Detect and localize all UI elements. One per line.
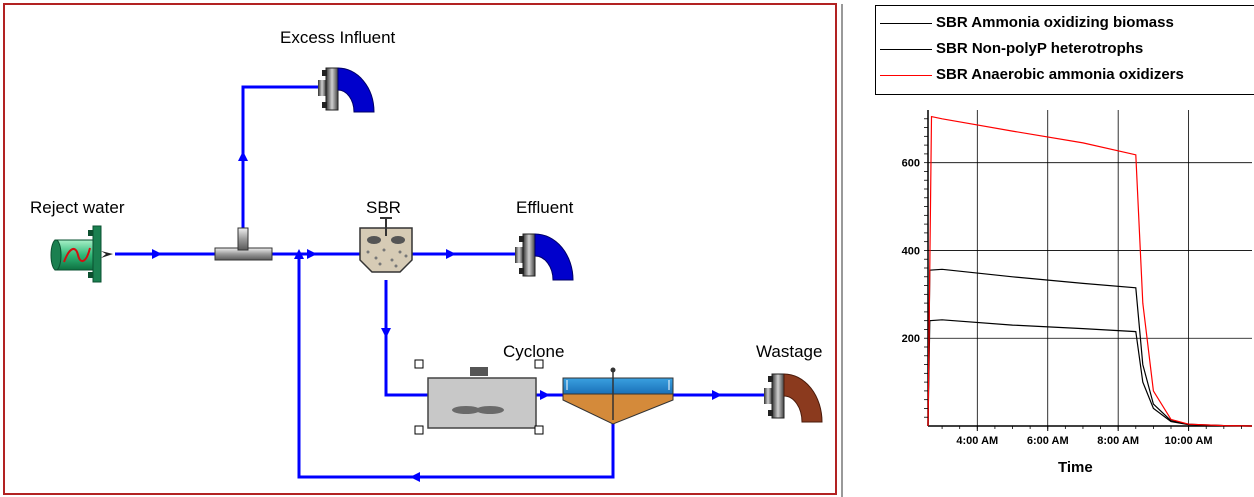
sbr-reactor[interactable] [359,217,413,273]
flange-bolt [519,236,524,242]
y-tick-label: 400 [902,245,920,257]
chart-ticks: 4:00 AM 6:00 AM 8:00 AM 10:00 AM 200 400 600 [902,118,1242,447]
flow-arrow-icon [307,249,317,259]
x-axis-title: Time [1058,459,1093,476]
legend-label: SBR Ammonia oxidizing biomass [936,14,1174,31]
pipe-splitter-to-excess[interactable] [241,85,318,228]
excess-influent-label: Excess Influent [280,28,396,47]
elbow-outlet-icon [337,67,375,113]
sbr-diffuser [391,236,405,244]
reject-water-label: Reject water [30,198,125,217]
flange-bolt [519,268,524,274]
legend-label: SBR Anaerobic ammonia oxidizers [936,66,1184,83]
sbr-label: SBR [366,198,401,217]
elbow-outlet-icon [534,233,574,281]
cyclone-unit[interactable] [414,359,544,435]
tee-vertical [237,227,249,251]
legend-label: SBR Non-polyP heterotrophs [936,40,1144,57]
legend-swatch [880,23,932,24]
flow-arrow-icon [446,249,456,259]
clarifier-drive [610,367,616,373]
chart-plot: 4:00 AM 6:00 AM 8:00 AM 10:00 AM 200 400 600 T… [902,110,1253,476]
cyclone-body [427,377,537,429]
legend-item: SBR Ammonia oxidizing biomass [876,12,1254,34]
flange-bolt [88,272,93,278]
outlet-pipe-stub [515,247,523,263]
selection-handle[interactable] [534,425,544,435]
reject-water-influent[interactable] [50,225,113,283]
elbow-outlet-icon [783,373,823,423]
effluent-outlet[interactable] [515,233,574,281]
wastage-label: Wastage [756,342,822,361]
cyclone-top-port [470,367,488,376]
series-line-sbr-anaerobic-ammonia-oxidizers [927,115,1253,427]
sbr-diffuser [367,236,381,244]
y-tick-label: 600 [902,158,920,170]
selection-handle[interactable] [414,359,424,369]
flow-arrows [152,151,722,482]
chart-grid [928,110,1252,426]
flange-bolt [768,376,773,382]
outlet-pipe-stub [764,388,772,404]
x-tick-label: 6:00 AM [1027,435,1069,447]
flowsheet-frame [3,3,837,495]
cyclone-internal [452,406,480,414]
selection-handle[interactable] [414,425,424,435]
excess-influent-outlet[interactable] [318,67,375,113]
sine-wave-icon [63,247,91,263]
chart-series [927,115,1253,427]
outlet-flange [325,67,339,111]
cyclone-internal [476,406,504,414]
clarifier-water [562,377,674,395]
selection-handle[interactable] [534,359,544,369]
legend-item: SBR Non-polyP heterotrophs [876,38,1254,60]
flow-arrow-icon [712,390,722,400]
outlet-flange [771,373,785,419]
series-line-sbr-non-polyp-heterotrophs [927,268,1253,427]
outlet-port-icon [101,251,113,258]
outlet-flange [522,233,536,277]
influent-pipe-end [50,239,62,271]
pipe-recycle[interactable] [297,254,615,479]
legend-swatch [880,75,932,76]
flow-arrow-icon [540,390,550,400]
chart-legend: SBR Ammonia oxidizing biomass SBR Non-po… [875,5,1254,95]
flow-arrow-icon [381,328,391,338]
legend-swatch [880,49,932,50]
pipe-sbr-to-cyclone[interactable] [384,280,428,397]
flange-bolt [322,70,327,76]
effluent-label: Effluent [516,198,574,217]
wastage-outlet[interactable] [764,373,823,423]
splitter-tee[interactable] [214,227,273,261]
flow-arrow-icon [410,472,420,482]
flow-arrow-icon [238,151,248,161]
clarifier-sludge-cone [562,393,674,425]
cyclone-label: Cyclone [503,342,564,361]
influent-flange [92,225,102,283]
flow-arrow-icon [152,249,162,259]
x-tick-label: 10:00 AM [1165,435,1213,447]
flange-bolt [88,230,93,236]
pipe-network [115,85,764,479]
outlet-pipe-stub [318,80,326,96]
flange-bolt [322,102,327,108]
x-tick-label: 8:00 AM [1097,435,1139,447]
flange-bolt [768,410,773,416]
clarifier-unit[interactable] [562,367,674,425]
x-tick-label: 4:00 AM [956,435,998,447]
y-tick-label: 200 [902,333,920,345]
flow-arrow-icon [294,249,304,259]
legend-item: SBR Anaerobic ammonia oxidizers [876,64,1254,86]
series-line-sbr-ammonia-oxidizing-biomass [927,319,1253,427]
